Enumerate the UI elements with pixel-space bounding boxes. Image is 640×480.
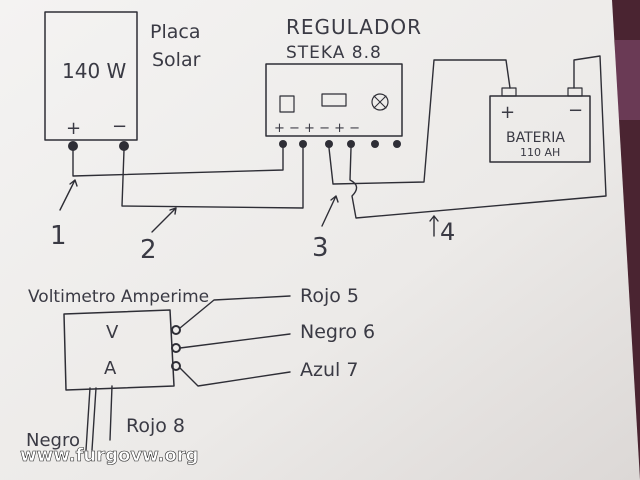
solar-terminal-minus [119,141,129,151]
solar-panel-body [44,11,138,141]
lamp-cross-b [373,95,387,109]
reg-terminal-2 [299,140,307,148]
regulator: + − + − + − [265,63,403,148]
solar-panel: 140 W + − [44,11,138,151]
wire-label-3: 3 [312,233,329,263]
solar-terminal-plus [68,141,78,151]
wire-8-right [109,385,113,441]
regulator-terminal-signs: + − + − + − [274,121,360,136]
solar-panel-power: 140 W [62,59,127,83]
battery-minus: − [568,100,583,121]
arrow-1 [59,179,78,211]
meter-body [63,309,175,391]
battery-post-plus [501,87,517,97]
wire-5 [179,295,291,329]
regulator-battery-icon [321,93,347,107]
solar-title-1: Placa [150,21,200,43]
bottom-wire-label-left: Negro [26,430,80,451]
reg-terminal-3 [325,140,333,148]
wire-label-1: 1 [50,221,67,251]
solar-panel-plus: + [66,118,81,139]
regulator-panel-icon [279,95,295,113]
regulator-lamp-icon [371,93,389,111]
meter-title: Voltimetro Amperime [28,287,209,307]
meter-a: A [104,358,117,379]
meter-terminal-1 [171,325,181,335]
wire-label-2: 2 [140,235,157,265]
battery-post-minus [567,87,583,97]
meter-wire-label-7: Azul 7 [300,359,358,381]
wire-8-left-b [91,387,97,451]
regulator-title: REGULADOR [286,15,422,39]
wiring [59,55,607,237]
arrow-2 [151,207,177,233]
battery: + − BATERIA 110 AH [489,87,591,163]
wire-1 [72,147,284,177]
meter: V A [63,309,181,391]
wire-label-4: 4 [440,218,455,246]
bottom-wire-label-right: Rojo 8 [126,415,185,437]
reg-terminal-5 [371,140,379,148]
battery-label-1: BATERIA [506,130,565,146]
arrow-3 [321,195,339,227]
solar-panel-minus: − [112,116,127,137]
wire-3 [328,59,511,185]
watermark: www.furgovw.org [20,445,199,466]
meter-wire-label-6: Negro 6 [300,321,375,343]
battery-body [489,95,591,163]
meter-terminal-3 [171,361,181,371]
meter-v: V [106,322,119,343]
reg-terminal-1 [279,140,287,148]
battery-plus: + [500,102,515,123]
reg-terminal-4 [347,140,355,148]
solar-title-2: Solar [152,49,201,71]
wire-8-left [85,387,91,451]
meter-wire-label-5: Rojo 5 [300,285,359,307]
wire-2 [121,147,304,209]
regulator-model: STEKA 8.8 [286,43,382,63]
fabric-strip [615,40,640,120]
reg-terminal-6 [393,140,401,148]
meter-wiring [85,295,291,451]
regulator-body [265,63,403,137]
wire-4 [349,55,607,219]
arrow-4 [429,215,439,237]
wire-6 [179,333,291,349]
battery-label-2: 110 AH [520,146,560,159]
wire-7 [179,367,291,387]
